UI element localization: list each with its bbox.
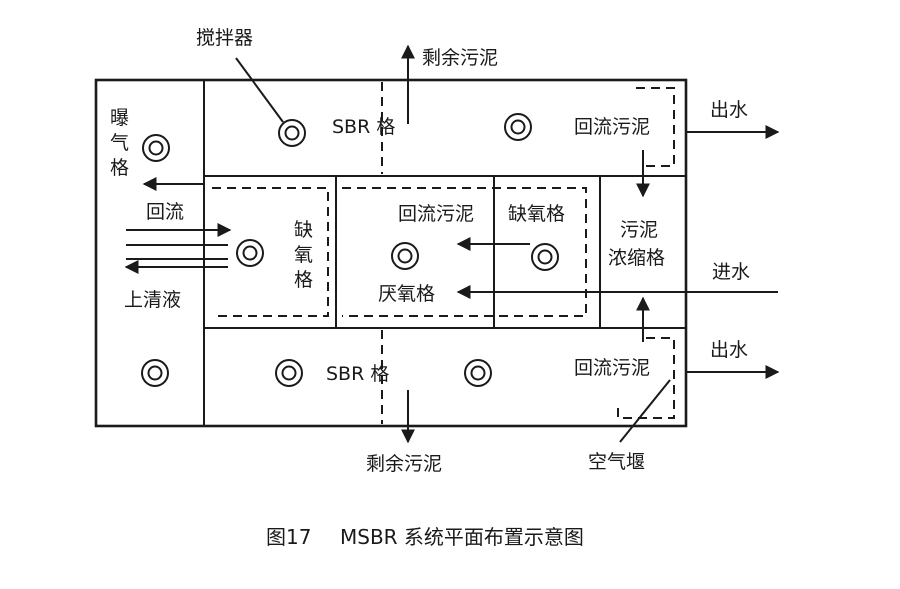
anoxic-right-label: 缺氧格 [508, 203, 565, 225]
mixer-icon [142, 134, 170, 162]
sludge-bottom-label: 剩余污泥 [366, 453, 442, 475]
figure-caption: MSBR 系统平面布置示意图 [340, 525, 584, 549]
top-weir-dash [636, 87, 675, 167]
air-weir-leader-line [619, 379, 671, 443]
air-weir-label: 空气堰 [588, 451, 645, 473]
thickener-label-2: 浓缩格 [608, 247, 665, 269]
return-left-label: 回流 [146, 201, 184, 223]
aeration-label-3: 格 [110, 157, 129, 179]
anoxic-left-label-2: 氧 [294, 244, 313, 266]
mixer-icon [391, 242, 419, 270]
mixer-icon [141, 359, 169, 387]
aeration-label-2: 气 [110, 132, 129, 154]
effluent-top-label: 出水 [710, 99, 748, 121]
figure-number: 图17 [266, 525, 311, 549]
anoxic-left-label-1: 缺 [294, 219, 313, 241]
return-mid-label: 回流污泥 [398, 203, 474, 225]
mixer-icon [531, 243, 559, 271]
mixer-icon [464, 359, 492, 387]
effluent-bottom-label: 出水 [710, 339, 748, 361]
mixer-icon [504, 113, 532, 141]
sbr-top-label: SBR 格 [332, 116, 395, 138]
outer-tank [94, 78, 688, 428]
anaerobic-dash-box [342, 187, 587, 317]
sludge-top-label: 剩余污泥 [422, 47, 498, 69]
anoxic-dash-box [212, 187, 329, 317]
anoxic-left-label-3: 格 [294, 269, 313, 291]
mixer-icon [236, 239, 264, 267]
bottom-weir-dash [617, 337, 675, 419]
mixer-icon [275, 359, 303, 387]
mixer-label: 搅拌器 [196, 27, 253, 49]
mixer-leader-line [235, 57, 284, 123]
inflow-label: 进水 [712, 261, 750, 283]
mixer-icon [278, 119, 306, 147]
aeration-label-1: 曝 [110, 107, 129, 129]
supernatant-label: 上清液 [124, 289, 181, 311]
sbr-bottom-label: SBR 格 [326, 363, 389, 385]
return-top-label: 回流污泥 [574, 116, 650, 138]
anaerobic-label: 厌氧格 [378, 283, 435, 305]
thickener-label-1: 污泥 [620, 219, 658, 241]
return-bottom-label: 回流污泥 [574, 357, 650, 379]
